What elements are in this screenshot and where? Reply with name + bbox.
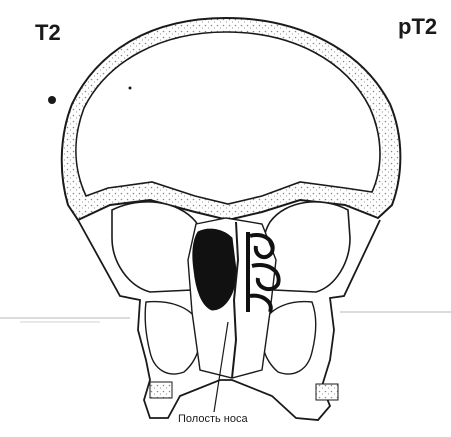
left-lower-bone-patch <box>150 382 172 398</box>
right-orbit <box>263 202 350 292</box>
ink-dot <box>48 96 56 104</box>
ink-speck <box>129 87 132 90</box>
nasal-cavity-caption: Полость носа <box>178 413 248 425</box>
left-corner-label: T2 <box>35 20 61 46</box>
right-lower-bone-patch <box>316 384 338 400</box>
right-corner-label: pT2 <box>398 14 437 40</box>
